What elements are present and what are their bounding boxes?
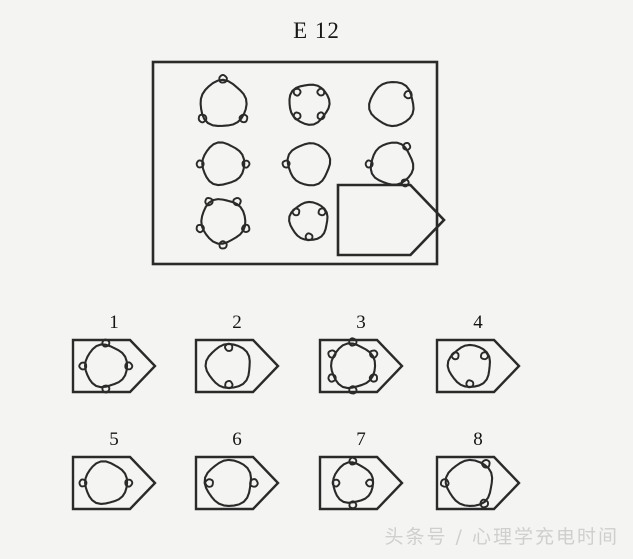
matrix-cell-r1c1 xyxy=(197,73,249,127)
matrix-frame xyxy=(151,60,439,266)
option-label-1: 1 xyxy=(109,312,119,333)
option-3[interactable] xyxy=(318,337,404,395)
option-6-figure xyxy=(203,458,259,507)
matrix-cell-r1c3 xyxy=(368,81,415,128)
matrix-cell-blank xyxy=(336,183,446,257)
matrix-cell-r2c3 xyxy=(364,141,415,188)
option-4[interactable] xyxy=(435,338,521,394)
page-title: E 12 xyxy=(293,18,340,43)
option-label-7: 7 xyxy=(356,429,366,450)
matrix-cell-r2c2 xyxy=(281,142,332,187)
options-svg xyxy=(71,337,521,511)
answer-options-panel: 1 2 3 4 5 6 7 8 xyxy=(0,300,633,530)
option-label-2: 2 xyxy=(232,312,242,333)
option-8[interactable] xyxy=(435,455,521,511)
option-7[interactable] xyxy=(318,455,404,511)
option-label-5: 5 xyxy=(109,429,119,450)
option-6[interactable] xyxy=(194,455,280,511)
option-7-figure xyxy=(331,456,375,510)
option-4-figure xyxy=(446,343,491,389)
option-label-8: 8 xyxy=(473,429,483,450)
matrix-panel xyxy=(151,60,446,266)
option-5-figure xyxy=(78,460,134,505)
option-label-4: 4 xyxy=(473,312,483,333)
option-2-figure xyxy=(204,342,251,390)
option-3-figure xyxy=(327,337,379,395)
option-5[interactable] xyxy=(71,455,157,511)
option-label-3: 3 xyxy=(356,312,366,333)
watermark: 头条号 / 心理学充电时间 xyxy=(384,526,619,548)
matrix-svg xyxy=(151,60,446,266)
matrix-cell-r3c1 xyxy=(195,197,251,250)
option-2[interactable] xyxy=(194,338,280,394)
option-1-figure xyxy=(78,338,134,394)
option-label-6: 6 xyxy=(232,429,242,450)
matrix-cell-r1c2 xyxy=(288,83,331,126)
option-1[interactable] xyxy=(71,338,157,394)
matrix-cell-r2c1 xyxy=(195,141,251,187)
matrix-cell-r3c2 xyxy=(288,200,329,242)
option-8-figure xyxy=(439,458,494,509)
